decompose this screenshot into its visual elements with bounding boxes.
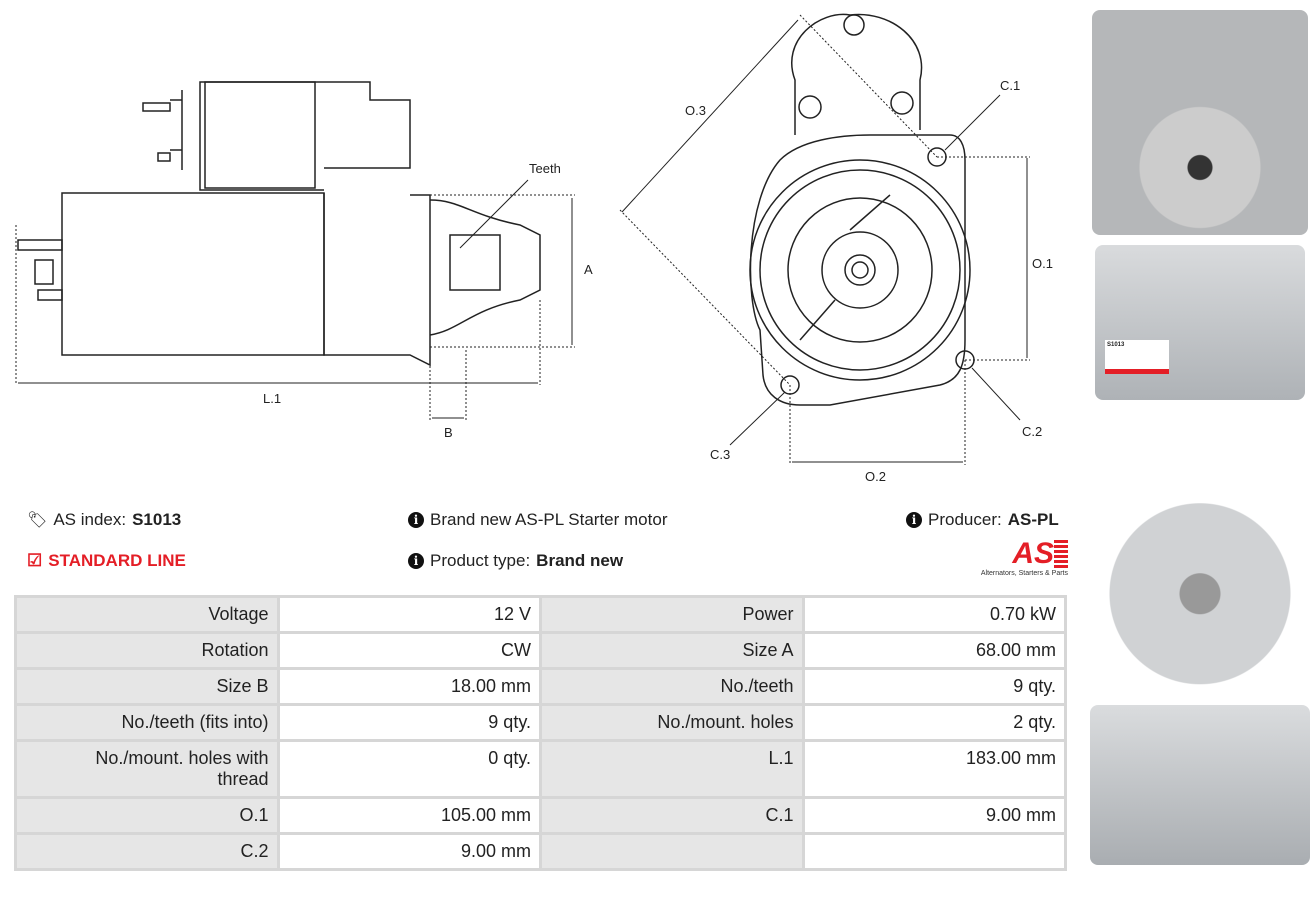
spec-value: 18.00 mm [276, 667, 542, 706]
producer-label: Producer: [928, 510, 1002, 529]
spec-value: 12 V [276, 595, 542, 634]
logo-text: AS [964, 538, 1068, 570]
spec-value: 2 qty. [801, 703, 1067, 742]
label-o2: O.2 [865, 469, 886, 484]
description-text: Brand new AS-PL Starter motor [430, 510, 668, 529]
spec-label: Power [539, 595, 805, 634]
tags-icon: 🏷 [27, 512, 48, 529]
product-photo-side-2 [1090, 705, 1310, 865]
as-index-label: AS index: [53, 510, 127, 529]
label-c2: C.2 [1022, 424, 1042, 439]
spec-value: 0 qty. [276, 739, 542, 799]
spec-value: 9.00 mm [276, 832, 542, 871]
checkbox-checked-icon: ☑ [27, 551, 43, 570]
spec-value: 183.00 mm [801, 739, 1067, 799]
spec-label: L.1 [539, 739, 805, 799]
as-index-value: S1013 [132, 510, 182, 529]
label-o1: O.1 [1032, 256, 1053, 271]
as-pl-logo: AS Alternators, Starters & Parts [964, 538, 1068, 577]
spec-label: No./mount. holes with thread [14, 739, 280, 799]
spec-label: Size A [539, 631, 805, 670]
line-label: STANDARD LINE [48, 551, 186, 570]
info-icon: i [408, 553, 424, 569]
spec-value: 0.70 kW [801, 595, 1067, 634]
info-icon: i [408, 512, 424, 528]
spec-value [801, 832, 1067, 871]
spec-value: 9 qty. [276, 703, 542, 742]
label-l1: L.1 [263, 391, 281, 406]
spec-label: No./teeth [539, 667, 805, 706]
spec-label: No./mount. holes [539, 703, 805, 742]
spec-value: 105.00 mm [276, 796, 542, 835]
logo-tagline: Alternators, Starters & Parts [980, 570, 1068, 577]
info-icon: i [906, 512, 922, 528]
label-o3: O.3 [685, 103, 706, 118]
product-type-value: Brand new [536, 551, 624, 570]
spec-label: Size B [14, 667, 280, 706]
product-type-label: Product type: [430, 551, 531, 570]
spec-value: CW [276, 631, 542, 670]
product-photo-side: S1013 [1095, 245, 1305, 400]
spec-label: No./teeth (fits into) [14, 703, 280, 742]
product-label: S1013 [1105, 340, 1169, 374]
spec-value: 9 qty. [801, 667, 1067, 706]
label-teeth: Teeth [529, 161, 561, 176]
spec-value: 9.00 mm [801, 796, 1067, 835]
product-type: i Product type: Brand new [408, 551, 623, 571]
side-view-drawing: Teeth A L.1 B [15, 81, 593, 440]
spec-label: C.2 [14, 832, 280, 871]
label-b: B [444, 425, 453, 440]
spec-value: 68.00 mm [801, 631, 1067, 670]
producer: i Producer: AS-PL [906, 510, 1059, 530]
spec-label: Voltage [14, 595, 280, 634]
as-index: 🏷 AS index: S1013 [27, 510, 181, 530]
producer-value: AS-PL [1007, 510, 1059, 529]
spec-label [539, 832, 805, 871]
spec-label: C.1 [539, 796, 805, 835]
spec-label: O.1 [14, 796, 280, 835]
label-a: A [584, 262, 593, 277]
front-view-drawing: O.3 C.1 O.1 C.2 O.2 C.3 [619, 13, 1053, 484]
standard-line: ☑ STANDARD LINE [27, 551, 186, 571]
description: i Brand new AS-PL Starter motor [408, 510, 667, 530]
table-row: No./teeth (fits into)9 qty.No./mount. ho… [14, 703, 1067, 742]
label-c1: C.1 [1000, 78, 1020, 93]
product-photo-front [1092, 10, 1308, 235]
product-photo-rear [1090, 415, 1310, 690]
spec-label: Rotation [14, 631, 280, 670]
label-c3: C.3 [710, 447, 730, 462]
